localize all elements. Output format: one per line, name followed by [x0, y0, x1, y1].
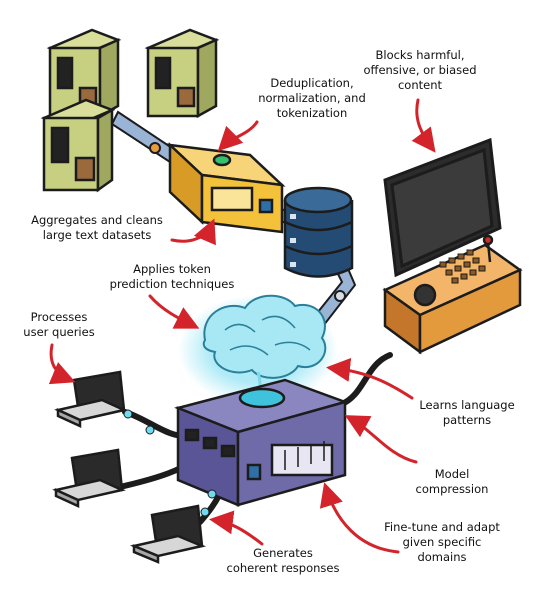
server-2	[144, 28, 220, 119]
label-learns-patterns: Learns language patterns	[419, 398, 515, 427]
label-deduplication: Deduplication, normalization, and tokeni…	[258, 76, 366, 120]
filter-console	[382, 234, 523, 355]
label-blocks-harmful: Blocks harmful, offensive, or biased con…	[363, 48, 477, 92]
filter-monitor	[383, 137, 502, 278]
callout-arrows	[48, 98, 436, 554]
server-3	[40, 98, 116, 193]
model-box	[174, 378, 350, 507]
label-generates-responses: Generates coherent responses	[226, 546, 340, 575]
laptop-2	[52, 448, 126, 508]
label-fine-tune: Fine-tune and adapt given specific domai…	[384, 520, 500, 564]
database	[283, 186, 354, 278]
label-processes-queries: Processes user queries	[23, 310, 95, 339]
server-cabinets	[40, 28, 220, 193]
preprocessing-unit	[166, 142, 286, 234]
label-token-prediction: Applies token prediction techniques	[109, 262, 235, 291]
laptop-1	[54, 370, 128, 428]
label-aggregates: Aggregates and cleans large text dataset…	[31, 213, 163, 242]
cable-glows	[123, 409, 217, 517]
label-model-compression: Model compression	[415, 467, 489, 496]
laptop-3	[129, 504, 207, 564]
laptops	[52, 370, 207, 564]
brain-hologram	[178, 294, 338, 408]
